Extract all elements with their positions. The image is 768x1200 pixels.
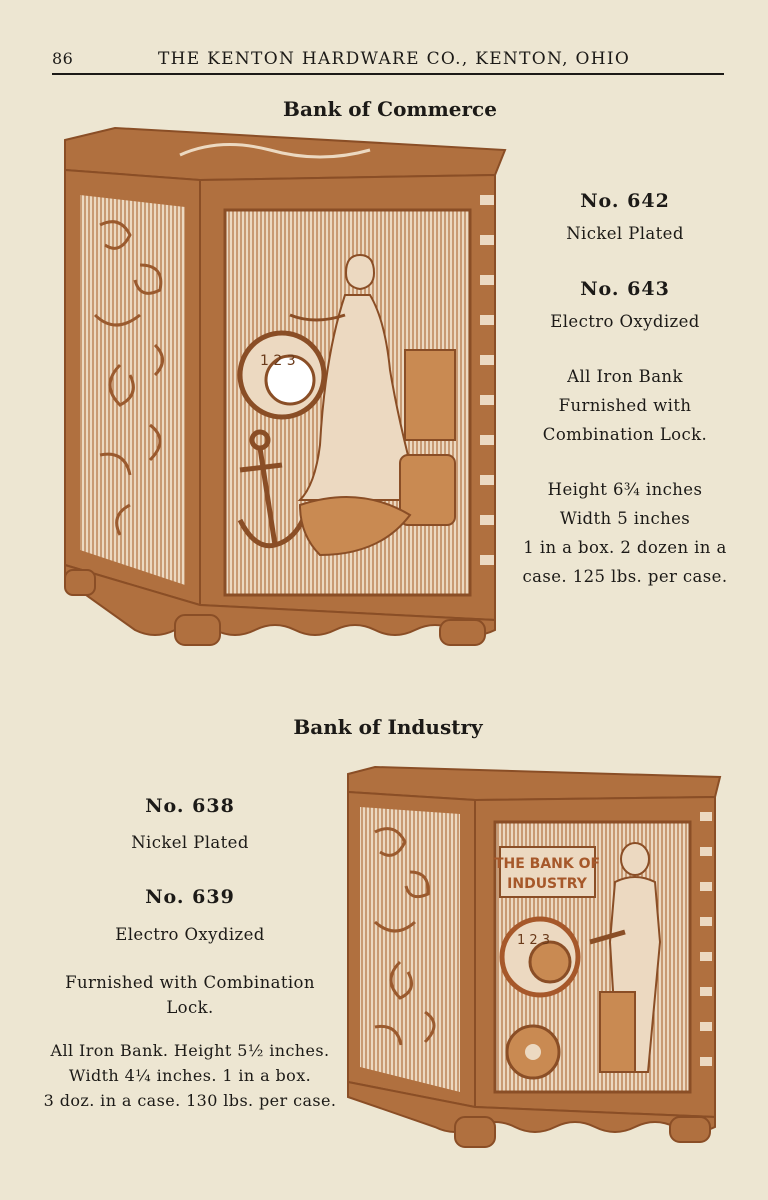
commerce-title: Bank of Commerce: [283, 97, 497, 121]
page-number: 86: [52, 49, 74, 68]
commerce-desc-line: Furnished with: [558, 396, 692, 415]
industry-spec-line: 3 doz. in a case. 130 lbs. per case.: [43, 1091, 337, 1110]
header-rule: [52, 73, 724, 75]
commerce-bank-illustration: 1 2 3: [60, 125, 510, 655]
commerce-finish-nickel: Nickel Plated: [566, 224, 684, 243]
commerce-model-642: No. 642: [580, 190, 670, 212]
industry-bank-illustration: THE BANK OF INDUSTRY 1 2 3: [345, 762, 725, 1162]
industry-title: Bank of Industry: [293, 715, 483, 739]
industry-plaque-line2: INDUSTRY: [507, 876, 588, 892]
industry-finish-electro: Electro Oxydized: [115, 925, 265, 944]
commerce-spec-line: Height 6¾ inches: [547, 480, 703, 499]
industry-specs: All Iron Bank. Height 5½ inches. Width 4…: [40, 1038, 340, 1113]
commerce-spec-line: Width 5 inches: [559, 509, 691, 528]
commerce-spec-line: 1 in a box. 2 dozen in a: [523, 538, 727, 557]
commerce-desc-line: All Iron Bank: [567, 367, 683, 386]
industry-finish-nickel: Nickel Plated: [131, 833, 249, 852]
industry-desc-line: Lock.: [166, 998, 214, 1017]
industry-plaque-line1: THE BANK OF: [494, 856, 600, 872]
commerce-description: All Iron Bank Furnished with Combination…: [525, 362, 725, 449]
running-header: THE KENTON HARDWARE CO., KENTON, OHIO: [158, 49, 631, 69]
industry-desc-line: Furnished with Combination: [65, 973, 315, 992]
commerce-specs: Height 6¾ inches Width 5 inches 1 in a b…: [515, 475, 735, 591]
commerce-spec-line: case. 125 lbs. per case.: [522, 567, 728, 586]
commerce-model-643: No. 643: [580, 278, 670, 300]
industry-model-639: No. 639: [145, 886, 235, 908]
commerce-dial-numbers: 1 2 3: [260, 353, 296, 369]
industry-model-638: No. 638: [145, 795, 235, 817]
industry-spec-line: All Iron Bank. Height 5½ inches.: [50, 1041, 330, 1060]
commerce-finish-electro: Electro Oxydized: [550, 312, 700, 331]
industry-description: Furnished with Combination Lock.: [50, 970, 330, 1020]
industry-spec-line: Width 4¼ inches. 1 in a box.: [68, 1066, 312, 1085]
commerce-desc-line: Combination Lock.: [542, 425, 708, 444]
industry-dial-numbers: 1 2 3: [517, 933, 550, 948]
